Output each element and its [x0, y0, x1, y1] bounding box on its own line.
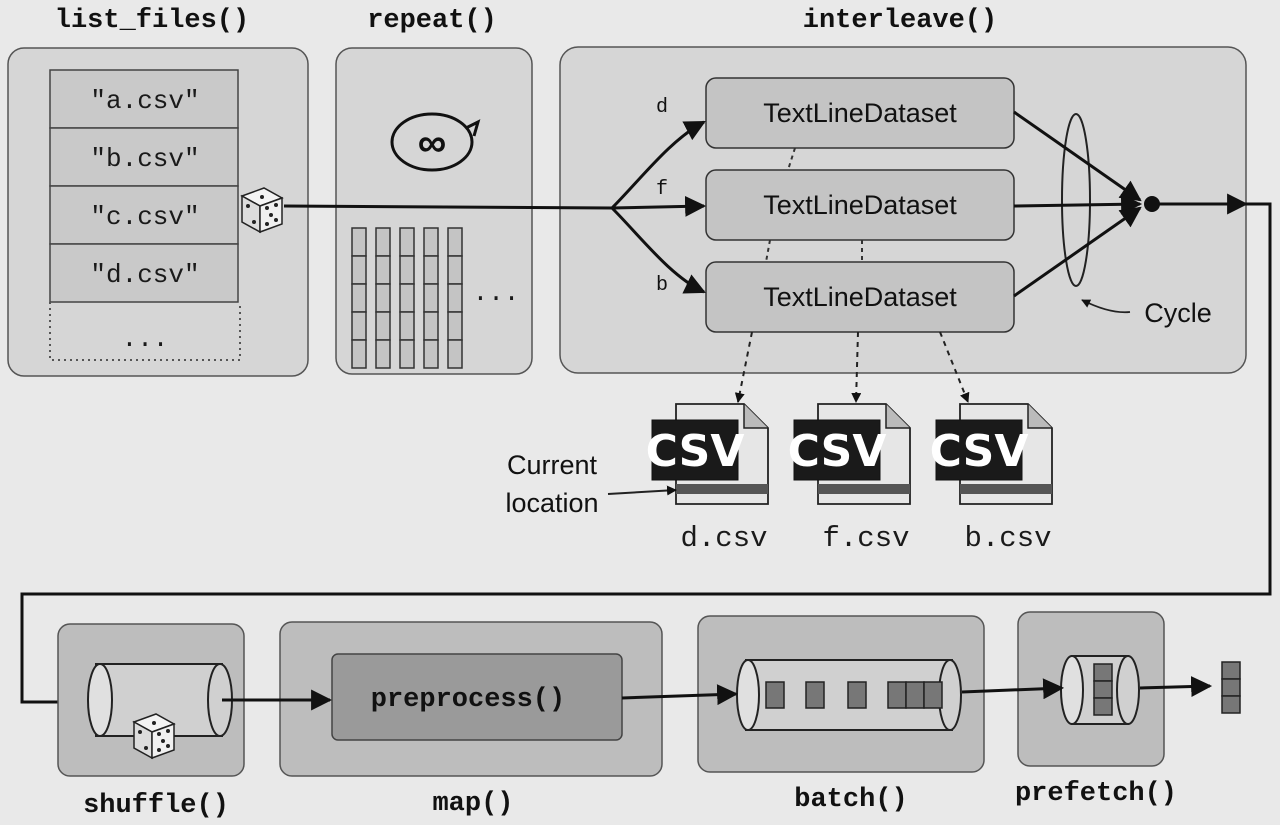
- repeat-cell: [375, 227, 391, 257]
- repeat-cell: [399, 283, 415, 313]
- repeat-cell: [423, 339, 439, 369]
- repeat-cell: [423, 283, 439, 313]
- repeat-cell: [447, 283, 463, 313]
- csv-logo-text: CSV: [788, 426, 887, 477]
- csv-file-icon: CSV b.csv: [930, 403, 1053, 555]
- file-list-more: ...: [122, 324, 169, 354]
- csv-files: CSV d.csv CSV f.csv CSV b.csv: [646, 403, 1053, 555]
- output-batch: [1221, 661, 1241, 714]
- reader-to-file-arrows: [734, 331, 970, 403]
- repeat-more: ...: [473, 278, 520, 308]
- batch-panel: [697, 615, 985, 773]
- file-item-d: "d.csv": [90, 260, 199, 290]
- repeat-cell: [351, 227, 367, 257]
- current-location-label-2: location: [505, 488, 598, 518]
- map-panel: preprocess(): [279, 621, 663, 777]
- repeat-cell: [375, 311, 391, 341]
- list-files-title: list_files(): [55, 6, 249, 36]
- csv-file-name: f.csv: [822, 522, 909, 555]
- list-files-panel: "a.csv" "b.csv" "c.csv" "d.csv" ...: [7, 47, 309, 377]
- cycle-label: Cycle: [1144, 298, 1212, 328]
- repeat-cell: [423, 227, 439, 257]
- repeat-cell: [351, 283, 367, 313]
- dice-icon: [132, 713, 176, 760]
- repeat-cell: [399, 339, 415, 369]
- infinity-symbol: ∞: [418, 121, 447, 165]
- file-item-b: "b.csv": [90, 144, 199, 174]
- reader-label-2: TextLineDataset: [763, 190, 957, 220]
- repeat-cell: [423, 311, 439, 341]
- current-location-label-1: Current: [507, 450, 598, 480]
- repeat-cell: [447, 311, 463, 341]
- shuffle-title: shuffle(): [83, 791, 229, 821]
- repeat-cell: [399, 311, 415, 341]
- repeat-cell: [375, 255, 391, 285]
- branch-label-f: f: [656, 178, 668, 201]
- branch-label-d: d: [656, 96, 668, 119]
- repeat-cell: [447, 339, 463, 369]
- interleave-panel: TextLineDataset TextLineDataset TextLine…: [559, 46, 1247, 374]
- flow-arrows-top: [20, 110, 1272, 713]
- reader-label-1: TextLineDataset: [763, 98, 957, 128]
- csv-file-name: b.csv: [964, 522, 1051, 555]
- dice-icon: [240, 187, 284, 234]
- csv-logo-text: CSV: [646, 426, 745, 477]
- repeat-cell: [375, 283, 391, 313]
- repeat-cell: [399, 227, 415, 257]
- prefetch-panel: [1017, 611, 1165, 767]
- prefetch-title: prefetch(): [1015, 779, 1177, 809]
- repeat-cell: [351, 339, 367, 369]
- branch-label-b: b: [656, 274, 668, 297]
- flow-arrows-bottom: [222, 676, 1213, 711]
- repeat-panel: ∞ ...: [335, 47, 533, 375]
- repeat-title: repeat(): [367, 6, 497, 36]
- shuffle-panel: [57, 623, 245, 777]
- repeated-columns: [351, 227, 463, 369]
- reader-label-3: TextLineDataset: [763, 282, 957, 312]
- repeat-cell: [351, 255, 367, 285]
- repeat-cell: [423, 255, 439, 285]
- batch-title: batch(): [794, 785, 907, 815]
- file-item-c: "c.csv": [90, 202, 199, 232]
- repeat-cell: [447, 227, 463, 257]
- csv-file-icon: CSV f.csv: [788, 403, 911, 555]
- csv-logo-text: CSV: [930, 426, 1029, 477]
- csv-file-name: d.csv: [680, 522, 767, 555]
- interleave-title: interleave(): [803, 6, 997, 36]
- csv-file-icon: CSV d.csv: [646, 403, 769, 555]
- preprocess-function: preprocess(): [371, 685, 565, 715]
- repeat-cell: [447, 255, 463, 285]
- file-item-a: "a.csv": [90, 86, 199, 116]
- map-title: map(): [432, 789, 513, 819]
- infinity-cycle-icon: ∞: [390, 112, 481, 172]
- reader-box-3: [705, 261, 1015, 333]
- repeat-cell: [375, 339, 391, 369]
- repeat-cell: [351, 311, 367, 341]
- repeat-cell: [399, 255, 415, 285]
